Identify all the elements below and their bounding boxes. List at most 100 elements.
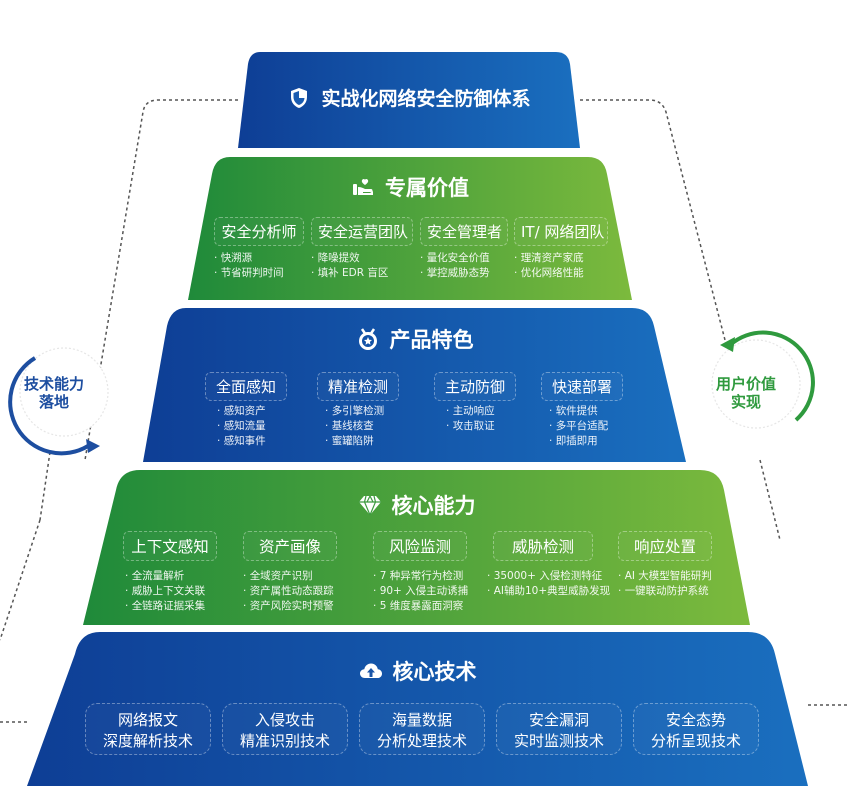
feature-bullet: 感知资产 bbox=[217, 404, 287, 419]
side-label-left-line1: 技术能力 bbox=[24, 375, 85, 393]
right-arrow-arc bbox=[728, 330, 815, 422]
layer-technology-title-text: 核心技术 bbox=[392, 660, 477, 684]
value-card: 安全运营团队 降噪提效填补 EDR 盲区 bbox=[311, 217, 413, 281]
capability-bullet: AI辅助10+典型威胁发现 bbox=[487, 584, 610, 599]
layer-technology-title: 核心技术 bbox=[27, 656, 808, 686]
capability-bullet: 一键联动防护系统 bbox=[618, 584, 712, 599]
layer-features-title: 产品特色 bbox=[143, 324, 686, 354]
capability-card: 响应处置 AI 大模型智能研判一键联动防护系统 bbox=[618, 531, 712, 599]
right-circle bbox=[711, 339, 801, 429]
feature-bullet: 软件提供 bbox=[549, 404, 623, 419]
capability-bullet: 资产风险实时预警 bbox=[243, 599, 337, 614]
feature-card: 快速部署 软件提供多平台适配即插即用 bbox=[541, 372, 623, 449]
capability-card: 风险监测 7 种异常行为检测90+ 入侵主动诱捕5 维度暴露面洞察 bbox=[373, 531, 469, 614]
capability-bullet: AI 大模型智能研判 bbox=[618, 569, 712, 584]
tech-item-line2: 分析处理技术 bbox=[376, 732, 467, 750]
tech-item-line2: 分析呈现技术 bbox=[650, 732, 741, 750]
left-arrow-arc bbox=[8, 356, 90, 456]
layer-capabilities-title: 核心能力 bbox=[83, 490, 750, 520]
capability-bullet: 资产属性动态跟踪 bbox=[243, 584, 337, 599]
layer-top-shape bbox=[238, 52, 580, 148]
feature-bullet: 感知流量 bbox=[217, 419, 287, 434]
shield-icon bbox=[287, 86, 311, 110]
capability-tag: 资产画像 bbox=[243, 531, 337, 561]
tech-item-line1: 安全漏洞 bbox=[528, 711, 589, 729]
tech-item-line2: 实时监测技术 bbox=[513, 732, 604, 750]
tech-item-line1: 海量数据 bbox=[391, 711, 452, 729]
feature-bullet: 感知事件 bbox=[217, 434, 287, 449]
capability-bullet: 全流量解析 bbox=[125, 569, 217, 584]
capability-tag: 风险监测 bbox=[373, 531, 467, 561]
feature-tag: 精准检测 bbox=[317, 372, 399, 401]
tech-item-line1: 入侵攻击 bbox=[254, 711, 315, 729]
capability-tag: 威胁检测 bbox=[493, 531, 593, 561]
value-tag: 安全分析师 bbox=[214, 217, 304, 246]
left-circle bbox=[19, 347, 109, 437]
value-bullet: 量化安全价值 bbox=[420, 251, 508, 266]
capability-bullet: 5 维度暴露面洞察 bbox=[373, 599, 467, 614]
tech-item: 安全漏洞 实时监测技术 bbox=[496, 703, 622, 755]
feature-bullet: 多引擎检测 bbox=[325, 404, 399, 419]
capability-card: 威胁检测 35000+ 入侵检测特征AI辅助10+典型威胁发现 bbox=[493, 531, 610, 599]
value-bullet: 填补 EDR 盲区 bbox=[311, 266, 413, 281]
side-label-left-line2: 落地 bbox=[39, 393, 70, 411]
left-arrow-head bbox=[86, 439, 100, 453]
value-tag: 安全管理者 bbox=[420, 217, 508, 246]
side-label-right: 用户价值 实现 bbox=[716, 375, 776, 411]
value-card: IT/ 网络团队 理清资产家底优化网络性能 bbox=[514, 217, 608, 281]
value-tag: IT/ 网络团队 bbox=[514, 217, 608, 246]
capability-card: 上下文感知 全流量解析威胁上下文关联全链路证据采集 bbox=[123, 531, 217, 614]
capability-tag: 上下文感知 bbox=[123, 531, 217, 561]
capability-bullet: 7 种异常行为检测 bbox=[373, 569, 467, 584]
layer-top-title-text: 实战化网络安全防御体系 bbox=[321, 88, 531, 110]
layer-capabilities-title-text: 核心能力 bbox=[391, 494, 476, 518]
value-bullet: 节省研判时间 bbox=[214, 266, 304, 281]
tech-item: 安全态势 分析呈现技术 bbox=[633, 703, 759, 755]
tech-item-line1: 安全态势 bbox=[665, 711, 726, 729]
value-bullet: 快溯源 bbox=[214, 251, 304, 266]
tech-item: 海量数据 分析处理技术 bbox=[359, 703, 485, 755]
capability-bullet: 35000+ 入侵检测特征 bbox=[487, 569, 603, 584]
layer-value-title: 专属价值 bbox=[188, 172, 632, 202]
tech-item-line2: 深度解析技术 bbox=[102, 732, 193, 750]
feature-bullet: 即插即用 bbox=[549, 434, 623, 449]
feature-tag: 主动防御 bbox=[434, 372, 516, 401]
side-label-right-line1: 用户价值 bbox=[716, 375, 777, 393]
feature-bullet: 攻击取证 bbox=[446, 419, 516, 434]
side-label-left: 技术能力 落地 bbox=[24, 375, 84, 411]
dashed-connector bbox=[0, 99, 850, 723]
capability-bullet: 90+ 入侵主动诱捕 bbox=[373, 584, 469, 599]
feature-bullet: 多平台适配 bbox=[549, 419, 623, 434]
value-bullet: 掌控威胁态势 bbox=[420, 266, 508, 281]
tech-item: 网络报文 深度解析技术 bbox=[85, 703, 211, 755]
feature-bullet: 基线核查 bbox=[325, 419, 399, 434]
capability-bullet: 全链路证据采集 bbox=[125, 599, 217, 614]
value-card: 安全管理者 量化安全价值掌控威胁态势 bbox=[420, 217, 508, 281]
feature-bullet: 主动响应 bbox=[446, 404, 516, 419]
feature-bullet: 蜜罐陷阱 bbox=[325, 434, 399, 449]
feature-card: 精准检测 多引擎检测基线核查蜜罐陷阱 bbox=[317, 372, 399, 449]
layer-features-title-text: 产品特色 bbox=[389, 328, 474, 352]
value-bullet: 理清资产家底 bbox=[514, 251, 608, 266]
value-tag: 安全运营团队 bbox=[311, 217, 413, 246]
capability-bullet: 全域资产识别 bbox=[243, 569, 337, 584]
side-label-right-line2: 实现 bbox=[731, 393, 762, 411]
capability-tag: 响应处置 bbox=[618, 531, 712, 561]
medal-icon bbox=[356, 327, 380, 351]
tech-item-line1: 网络报文 bbox=[117, 711, 178, 729]
feature-tag: 快速部署 bbox=[541, 372, 623, 401]
feature-card: 全面感知 感知资产感知流量感知事件 bbox=[205, 372, 287, 449]
feature-card: 主动防御 主动响应攻击取证 bbox=[434, 372, 516, 434]
value-bullet: 降噪提效 bbox=[311, 251, 413, 266]
layer-value-title-text: 专属价值 bbox=[385, 176, 469, 200]
capability-card: 资产画像 全域资产识别资产属性动态跟踪资产风险实时预警 bbox=[243, 531, 337, 614]
cloud-upload-icon bbox=[359, 659, 383, 683]
value-card: 安全分析师 快溯源节省研判时间 bbox=[214, 217, 304, 281]
right-arrow-head bbox=[720, 337, 735, 352]
diamond-icon bbox=[358, 493, 382, 517]
tech-item: 入侵攻击 精准识别技术 bbox=[222, 703, 348, 755]
layer-top-title: 实战化网络安全防御体系 bbox=[238, 84, 580, 111]
hand-heart-icon bbox=[351, 175, 375, 199]
value-bullet: 优化网络性能 bbox=[514, 266, 608, 281]
capability-bullet: 威胁上下文关联 bbox=[125, 584, 217, 599]
